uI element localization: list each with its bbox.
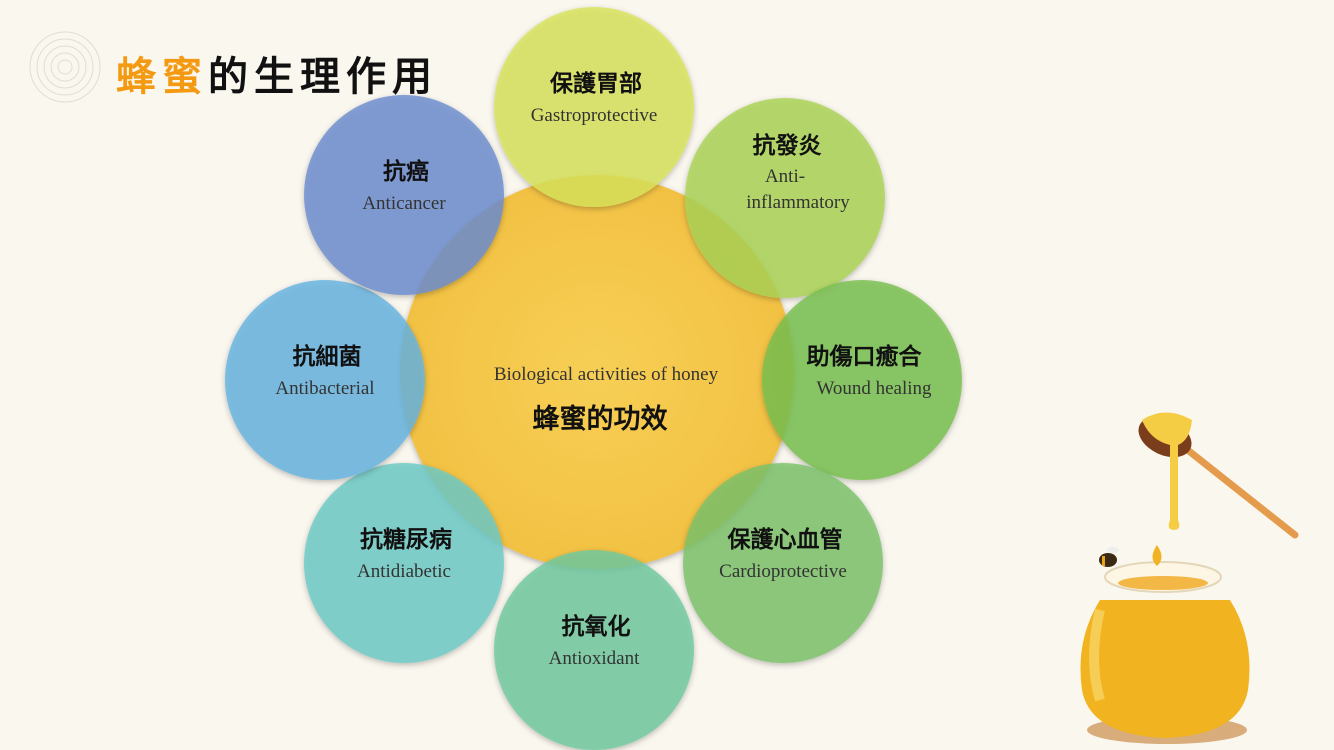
activity-node-gastroprotective: 保護胃部 Gastroprotective <box>494 7 694 207</box>
activity-label-en: Anticancer <box>362 193 446 214</box>
activity-label-en: Antioxidant <box>549 648 640 669</box>
activity-node-cardioprotective: 保護心血管 Cardioprotective <box>683 463 883 663</box>
center-circle <box>400 175 794 569</box>
activity-label-zh: 抗氧化 <box>562 613 631 640</box>
activity-label-zh: 抗癌 <box>383 158 429 185</box>
activity-circle <box>494 7 694 207</box>
activity-label-en: Antidiabetic <box>357 561 451 582</box>
activity-circle <box>225 280 425 480</box>
activity-node-wound-healing: 助傷口癒合 Wound healing <box>762 280 962 480</box>
activity-label-en: Cardioprotective <box>719 561 847 582</box>
activity-circle <box>683 463 883 663</box>
activity-label-zh: 抗發炎 <box>753 132 822 159</box>
concentric-circles-logo <box>29 31 101 103</box>
title-rest: 的生理作用 <box>208 53 438 100</box>
activity-node-anti-inflammatory: 抗發炎 Anti-inflammatory <box>685 98 885 298</box>
activity-label-en: Anti- <box>765 166 805 187</box>
activity-circle <box>494 550 694 750</box>
activity-node-antidiabetic: 抗糖尿病 Antidiabetic <box>304 463 504 663</box>
title-accent: 蜂蜜 <box>116 53 208 100</box>
activity-label-en: Antibacterial <box>275 378 374 399</box>
activity-label-zh: 保護胃部 <box>549 70 642 97</box>
activity-circle <box>304 95 504 295</box>
center-label-zh: 蜂蜜的功效 <box>533 403 668 435</box>
honey-jar-illustration <box>1080 412 1299 744</box>
center-label-en: Biological activities of honey <box>494 364 719 385</box>
activity-node-antibacterial: 抗細菌 Antibacterial <box>225 280 425 480</box>
activity-node-anticancer: 抗癌 Anticancer <box>304 95 504 295</box>
activity-label-zh: 助傷口癒合 <box>807 343 923 370</box>
activity-label-zh: 抗細菌 <box>293 343 362 370</box>
activity-node-antioxidant: 抗氧化 Antioxidant <box>494 550 694 750</box>
activity-circle <box>762 280 962 480</box>
activity-label-zh: 保護心血管 <box>727 526 843 553</box>
activity-label-en: Gastroprotective <box>531 105 658 126</box>
activity-label-en: Wound healing <box>816 378 932 399</box>
activity-label-en-line2: inflammatory <box>746 192 850 213</box>
activity-label-zh: 抗糖尿病 <box>360 526 452 553</box>
slide-title: 蜂蜜的生理作用 <box>116 44 438 102</box>
activity-circle <box>685 98 885 298</box>
activity-circle <box>304 463 504 663</box>
